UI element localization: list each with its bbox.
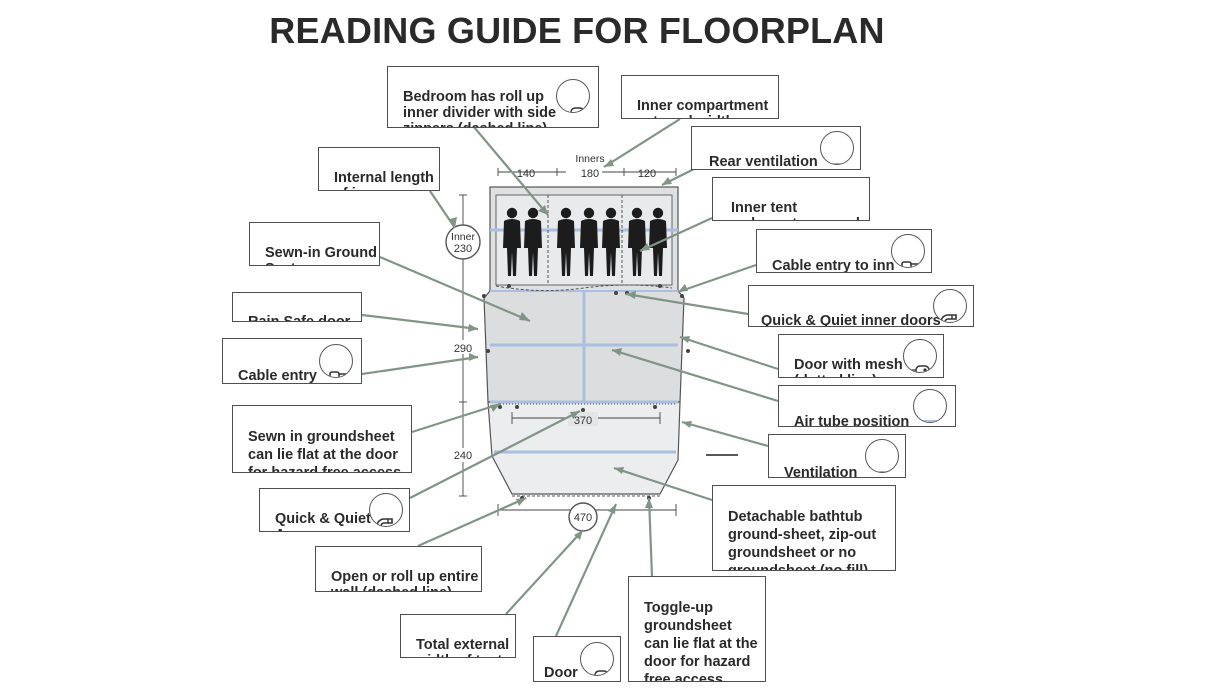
- person-silhouette: [628, 207, 646, 276]
- zip-marker: [653, 405, 657, 409]
- person-silhouette: [557, 207, 575, 276]
- callout-label: Bedroom has roll up inner divider with s…: [403, 89, 557, 127]
- callout-label: Quick & Quiet Access: [275, 511, 371, 531]
- inner-door-curve: [495, 284, 673, 292]
- zip-marker: [486, 349, 490, 353]
- callout-label: Sewn-in Ground System: [265, 245, 377, 265]
- air-tube-icon: [913, 389, 947, 423]
- callout-label: Inner tent – sleeps two people: [731, 200, 868, 220]
- callout-label: Ventilation: [784, 465, 858, 478]
- page-title: READING GUIDE FOR FLOORPLAN: [269, 10, 885, 51]
- callout-open-wall: Open or roll up entire wall (dashed line…: [315, 546, 482, 592]
- callout-sewn-ground: Sewn-in Ground System: [249, 222, 380, 266]
- tent-floorplan: [482, 186, 690, 500]
- zip-pull-icon: [580, 642, 614, 676]
- callout-label: Cable entry: [238, 368, 317, 384]
- callout-cable-entry-inner: Cable entry to inn: [756, 229, 932, 273]
- callout-label: Open or roll up entire wall (dashed line…: [331, 569, 479, 591]
- leader-arrowheads: [450, 159, 692, 540]
- callout-door: Door: [533, 636, 621, 682]
- dim-180: 180: [581, 168, 599, 180]
- zip-marker: [515, 405, 519, 409]
- callout-bathtub: Detachable bathtub ground-sheet, zip-out…: [712, 485, 896, 571]
- callout-label: Air tube position: [794, 414, 910, 427]
- zip-marker: [680, 294, 684, 298]
- dim-370: 370: [574, 415, 592, 427]
- zip-marker: [658, 284, 662, 288]
- zip-marker: [614, 291, 618, 295]
- callout-quick-quiet-doors: Quick & Quiet inner doors: [748, 285, 974, 327]
- callout-label: Internal length of inner: [334, 170, 434, 190]
- callout-total-width: Total external width of tent: [400, 614, 516, 658]
- callout-label: Door with mesh (dotted line): [794, 357, 903, 377]
- callout-air-tube: Air tube position: [778, 385, 956, 427]
- person-silhouette: [503, 207, 521, 276]
- zip-pull-icon: [556, 79, 590, 113]
- callout-door-mesh: Door with mesh (dotted line): [778, 334, 944, 378]
- people-figures: [503, 207, 667, 276]
- callout-sewn-groundsheet: Sewn in groundsheet can lie flat at the …: [232, 405, 412, 473]
- callout-label: Quick & Quiet inner doors: [761, 313, 941, 327]
- person-silhouette: [580, 207, 598, 276]
- half-filled-circle-icon: [865, 439, 899, 473]
- callout-label: Inner compartment external width: [637, 98, 769, 118]
- zip-marker: [498, 405, 502, 409]
- zip-marker: [686, 349, 690, 353]
- dim-inners: Inners: [575, 153, 604, 165]
- zip-marker: [482, 294, 486, 298]
- inner-length-circle: [445, 224, 481, 260]
- callout-quick-quiet-access: Quick & Quiet Access: [259, 488, 410, 532]
- callout-toggle-up: Toggle-up groundsheet can lie flat at th…: [628, 576, 766, 682]
- dim-470: 470: [574, 512, 592, 524]
- callout-label: Door: [544, 665, 578, 681]
- callout-label: Total external width of tent: [416, 637, 510, 657]
- dim-120: 120: [638, 168, 656, 180]
- dim-230: 230: [454, 243, 472, 255]
- plug-icon: [891, 234, 925, 268]
- half-filled-circle-icon: [820, 131, 854, 165]
- callout-label: Sewn in groundsheet can lie flat at the …: [248, 429, 402, 473]
- dim-290: 290: [454, 343, 472, 355]
- person-silhouette: [649, 207, 667, 276]
- callout-inner-compartment: Inner compartment external width: [621, 75, 779, 119]
- person-silhouette: [524, 207, 542, 276]
- dim-inner-label: Inner: [451, 231, 475, 243]
- magnet-icon: [933, 289, 967, 323]
- callout-label: Rain Safe door: [248, 314, 351, 322]
- callout-label: Cable entry to inn: [772, 258, 895, 273]
- callout-ventilation: Ventilation: [768, 434, 906, 478]
- callout-bedroom-divider: Bedroom has roll up inner divider with s…: [387, 66, 599, 128]
- magnet-icon: [369, 493, 403, 527]
- callout-inner-tent: Inner tent – sleeps two people: [712, 177, 870, 221]
- person-silhouette: [602, 207, 620, 276]
- callout-rear-ventilation: Rear ventilation: [691, 126, 861, 170]
- dim-240: 240: [454, 450, 472, 462]
- callout-cable-entry: Cable entry: [222, 338, 362, 384]
- zip-mesh-icon: [903, 339, 937, 373]
- callout-label: Rear ventilation: [709, 154, 818, 170]
- plug-icon: [319, 344, 353, 378]
- zip-marker: [581, 408, 585, 412]
- callout-label: Toggle-up groundsheet can lie flat at th…: [644, 600, 758, 682]
- callout-rain-safe: Rain Safe door: [232, 292, 362, 322]
- zip-marker: [507, 284, 511, 288]
- callout-label: Detachable bathtub ground-sheet, zip-out…: [728, 509, 877, 571]
- dim-140: 140: [517, 168, 535, 180]
- callout-internal-length: Internal length of inner: [318, 147, 440, 191]
